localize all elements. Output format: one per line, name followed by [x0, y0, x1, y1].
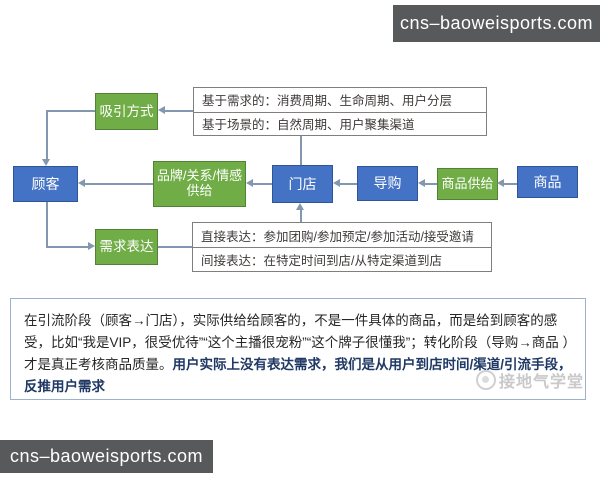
connector-brandsupply-to-customer — [84, 183, 153, 185]
connector-store-to-brandsupply — [252, 183, 272, 185]
infobox-attract-basis-row1: 基于需求的：消费周期、生命周期、用户分层 — [202, 94, 453, 109]
infobox-attract-basis: 基于需求的：消费周期、生命周期、用户分层 基于场景的：自然周期、用户聚集渠道 — [193, 87, 487, 136]
node-attract-method: 吸引方式 — [95, 93, 158, 130]
infobox-demand-types-row1: 直接表达：参加团购/参加预定/参加活动/接受邀请 — [201, 229, 474, 244]
connector-customer-to-demand-vertical — [46, 202, 48, 247]
note-text-bold: 用户实际上没有表达需求，我们是从用户到店时间/渠道/引流手段，反推用户需求 — [24, 357, 572, 394]
infobox-demand-types-row2: 间接表达：在特定时间到店/从特定渠道到店 — [193, 247, 491, 271]
connector-attract-to-customer-vertical — [46, 110, 48, 160]
node-attract-method-label: 吸引方式 — [99, 103, 154, 119]
arrowhead-into-productsupply-icon — [497, 179, 504, 187]
node-product-supply-label: 商品供给 — [441, 175, 494, 191]
node-customer: 顾客 — [13, 166, 78, 202]
arrowhead-into-guide-icon — [418, 179, 425, 187]
node-brand-relation-emotion-supply: 品牌/关系/情感供给 — [153, 161, 246, 207]
node-shopping-guide: 导购 — [357, 166, 418, 201]
arrowhead-into-demand-icon — [88, 242, 95, 250]
connector-demandtypes-to-store-bottom — [300, 209, 302, 222]
node-demand-expression-label: 需求表达 — [99, 239, 154, 255]
brand-logo-icon — [476, 370, 496, 390]
node-store: 门店 — [272, 165, 333, 203]
node-product-supply: 商品供给 — [437, 168, 498, 200]
connector-product-to-productsupply — [503, 183, 517, 185]
node-customer-label: 顾客 — [31, 175, 60, 192]
watermark-bar-bottom: cns–baoweisports.com — [0, 440, 213, 473]
connector-attract-to-customer-horizontal — [47, 110, 95, 112]
connector-demand-to-demandtypes — [158, 246, 192, 248]
connector-guide-to-store — [339, 183, 357, 185]
arrowhead-into-brandsupply-icon — [246, 179, 253, 187]
watermark-bar-top: cns–baoweisports.com — [393, 5, 600, 42]
brand-watermark: 接地气学堂 — [476, 368, 584, 392]
brand-watermark-label: 接地气学堂 — [499, 374, 585, 391]
arrowhead-into-store-bottom-icon — [296, 203, 304, 210]
connector-productsupply-to-guide — [424, 183, 437, 185]
infobox-attract-basis-row2: 基于场景的：自然周期、用户聚集渠道 — [194, 111, 486, 136]
arrowhead-into-store-right-icon — [333, 179, 340, 187]
node-brand-relation-emotion-supply-label: 品牌/关系/情感供给 — [156, 168, 243, 198]
arrowhead-into-customer-top-icon — [42, 159, 50, 166]
node-product: 商品 — [517, 166, 578, 198]
connector-infobox-to-store-top — [300, 136, 302, 165]
connector-infobox-to-attract — [164, 110, 193, 112]
note-text-regular: 在引流阶段（顾客→门店），实际供给给顾客的，不是一件具体的商品，而是给到顾客的感… — [24, 313, 570, 372]
watermark-site-bottom: cns–baoweisports.com — [9, 446, 204, 466]
node-demand-expression: 需求表达 — [95, 229, 158, 265]
arrowhead-into-attract-icon — [158, 106, 165, 114]
arrowhead-into-customer-right-icon — [78, 179, 85, 187]
connector-customer-to-demand-horizontal — [46, 246, 88, 248]
watermark-site-top: cns–baoweisports.com — [399, 13, 594, 33]
note-box: 在引流阶段（顾客→门店），实际供给给顾客的，不是一件具体的商品，而是给到顾客的感… — [10, 298, 586, 400]
node-product-label: 商品 — [533, 173, 562, 190]
infobox-demand-types: 直接表达：参加团购/参加预定/参加活动/接受邀请 间接表达：在特定时间到店/从特… — [192, 222, 492, 272]
node-shopping-guide-label: 导购 — [373, 175, 402, 192]
node-store-label: 门店 — [288, 175, 317, 192]
